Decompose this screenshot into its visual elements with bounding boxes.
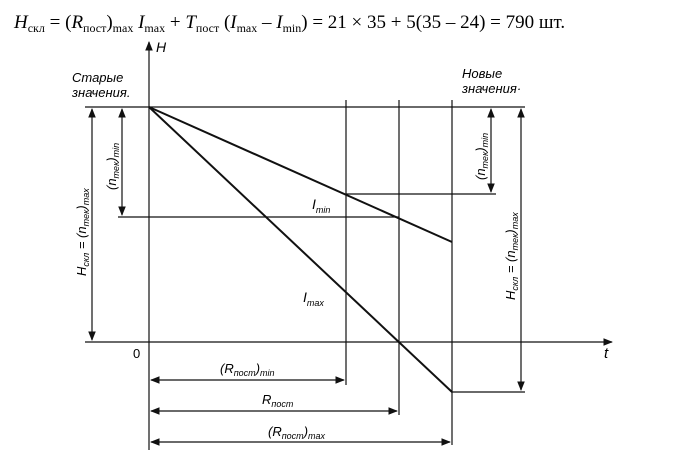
formula: Hскл = (Rпост)max Imax + Tпост (Imax – I…: [13, 12, 565, 35]
h-skl-right-a: H: [503, 290, 518, 300]
n-tek-min-left-c: ): [104, 157, 119, 163]
h-skl-left-d: тек: [81, 209, 91, 227]
h-skl-left-label: Hскл = (nтек)max: [74, 188, 91, 276]
formula-t: T: [185, 12, 197, 33]
r-main: R: [262, 392, 271, 407]
i-min-sub: min: [316, 205, 331, 215]
h-skl-right-label: Hскл = (nтек)max: [503, 212, 520, 300]
h-skl-left-c: = (n: [74, 226, 89, 252]
n-tek-min-left-a: (n: [104, 178, 119, 190]
i-min-main: I: [312, 196, 316, 212]
n-tek-min-right-b: тек: [480, 151, 490, 169]
n-tek-min-left-d: min: [111, 143, 121, 158]
i-max-consumption-line: [148, 106, 453, 393]
i-max-label: Imax: [303, 289, 324, 308]
n-tek-min-left-b: тек: [111, 161, 121, 179]
formula-rest: ) = 21 × 35 + 5(35 – 24) = 790 шт.: [301, 12, 565, 33]
formula-imax-sub: max: [144, 21, 165, 35]
old-values-line1: Старые: [72, 70, 123, 85]
r-min-label: (Rпост)min: [220, 361, 275, 378]
h-skl-left-f: max: [81, 188, 91, 206]
h-skl-left-a: H: [74, 266, 89, 276]
n-tek-min-right-d: min: [480, 133, 490, 148]
h-skl-right-e: ): [503, 229, 518, 235]
formula-h-sub: скл: [28, 21, 45, 35]
i-max-main: I: [303, 289, 307, 305]
r-max-sub2: max: [308, 431, 326, 441]
n-tek-min-right-c: ): [473, 147, 488, 153]
y-axis-label: H: [156, 39, 167, 55]
new-values-line1: Новые: [462, 66, 502, 81]
formula-eq1: = (: [45, 12, 72, 33]
formula-r: R: [70, 12, 83, 33]
r-max-sub: пост: [282, 431, 304, 441]
n-tek-min-right-label: (nтек)min: [473, 133, 490, 180]
formula-i2-sub: min: [283, 21, 302, 35]
r-label: Rпост: [262, 392, 294, 409]
r-min-sub2: min: [260, 368, 275, 378]
new-values-line2: значения·: [461, 81, 521, 96]
formula-r-close: ): [106, 12, 112, 33]
formula-open: (: [219, 12, 230, 33]
formula-i2: I: [275, 12, 284, 33]
r-min-close: ): [254, 361, 260, 376]
i-min-label: Imin: [312, 196, 330, 215]
h-skl-left-e: ): [74, 205, 89, 211]
h-skl-right-f: max: [510, 212, 520, 230]
x-axis-label: t: [604, 345, 609, 362]
formula-t-sub: пост: [196, 21, 220, 35]
r-max-close: ): [302, 424, 308, 439]
formula-minus: –: [257, 12, 276, 33]
r-max-main: (R: [268, 424, 282, 439]
h-skl-right-d: тек: [510, 233, 520, 251]
h-skl-left-b: скл: [81, 253, 91, 267]
old-values-line2: значения.: [71, 85, 130, 100]
formula-r-sub: пост: [83, 21, 107, 35]
formula-plus: +: [165, 12, 185, 33]
i-max-sub: max: [307, 298, 325, 308]
n-tek-min-right-a: (n: [473, 168, 488, 180]
origin-label: 0: [133, 346, 140, 361]
n-tek-min-left-label: (nтек)min: [104, 143, 121, 190]
formula-r-sub2: max: [113, 21, 134, 35]
h-skl-right-c: = (n: [503, 250, 518, 276]
formula-i1: I: [229, 12, 238, 33]
r-sub: пост: [271, 399, 293, 409]
r-max-label: (Rпост)max: [268, 424, 326, 441]
formula-i1-sub: max: [237, 21, 258, 35]
i-min-consumption-line: [148, 106, 453, 243]
r-min-sub: пост: [234, 368, 256, 378]
h-skl-right-b: скл: [510, 277, 520, 291]
formula-h: H: [13, 12, 29, 33]
formula-imax: I: [133, 12, 146, 33]
r-min-main: (R: [220, 361, 234, 376]
